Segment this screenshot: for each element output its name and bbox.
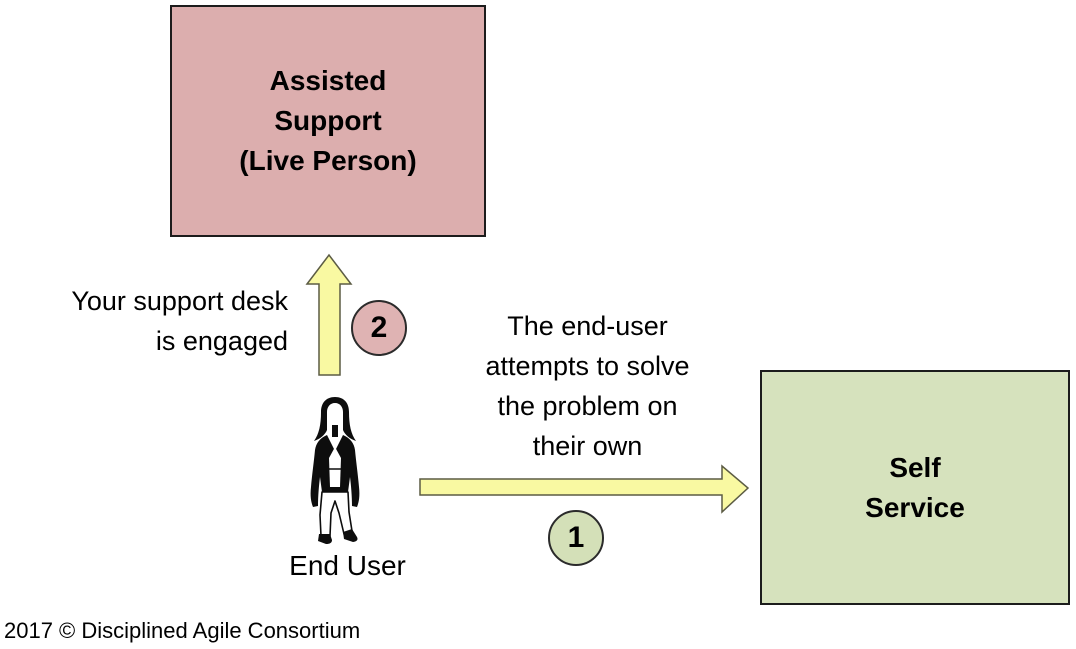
end-user-figure-icon — [310, 397, 360, 544]
self-service-label-line2: Service — [865, 491, 965, 523]
end-user-attempt-note-line4: their own — [532, 431, 643, 461]
step-2-badge: 2 — [351, 300, 407, 356]
self-service-box: Self Service — [760, 370, 1070, 605]
end-user-attempt-note-line1: The end-user — [507, 311, 668, 341]
support-desk-note-line1: Your support desk — [71, 286, 288, 316]
end-user-label: End User — [289, 550, 406, 581]
assisted-support-box: Assisted Support (Live Person) — [170, 5, 486, 237]
assisted-support-label-line3: (Live Person) — [239, 145, 417, 176]
arrow-right — [419, 464, 750, 514]
end-user-attempt-note-line3: the problem on — [497, 391, 678, 421]
assisted-support-label-line2: Support — [274, 105, 382, 136]
arrow-up — [305, 253, 353, 376]
support-desk-note: Your support desk is engaged — [0, 281, 288, 361]
step-1-number: 1 — [567, 521, 585, 554]
self-service-label-line1: Self — [889, 451, 941, 483]
step-1-badge: 1 — [548, 510, 604, 566]
end-user-attempt-note-line2: attempts to solve — [485, 351, 690, 381]
step-2-number: 2 — [370, 311, 388, 344]
end-user-attempt-note: The end-user attempts to solve the probl… — [440, 306, 735, 466]
copyright-text: 2017 © Disciplined Agile Consortium — [4, 618, 361, 643]
support-desk-note-line2: is engaged — [155, 326, 288, 356]
assisted-support-label-line1: Assisted — [269, 65, 387, 96]
